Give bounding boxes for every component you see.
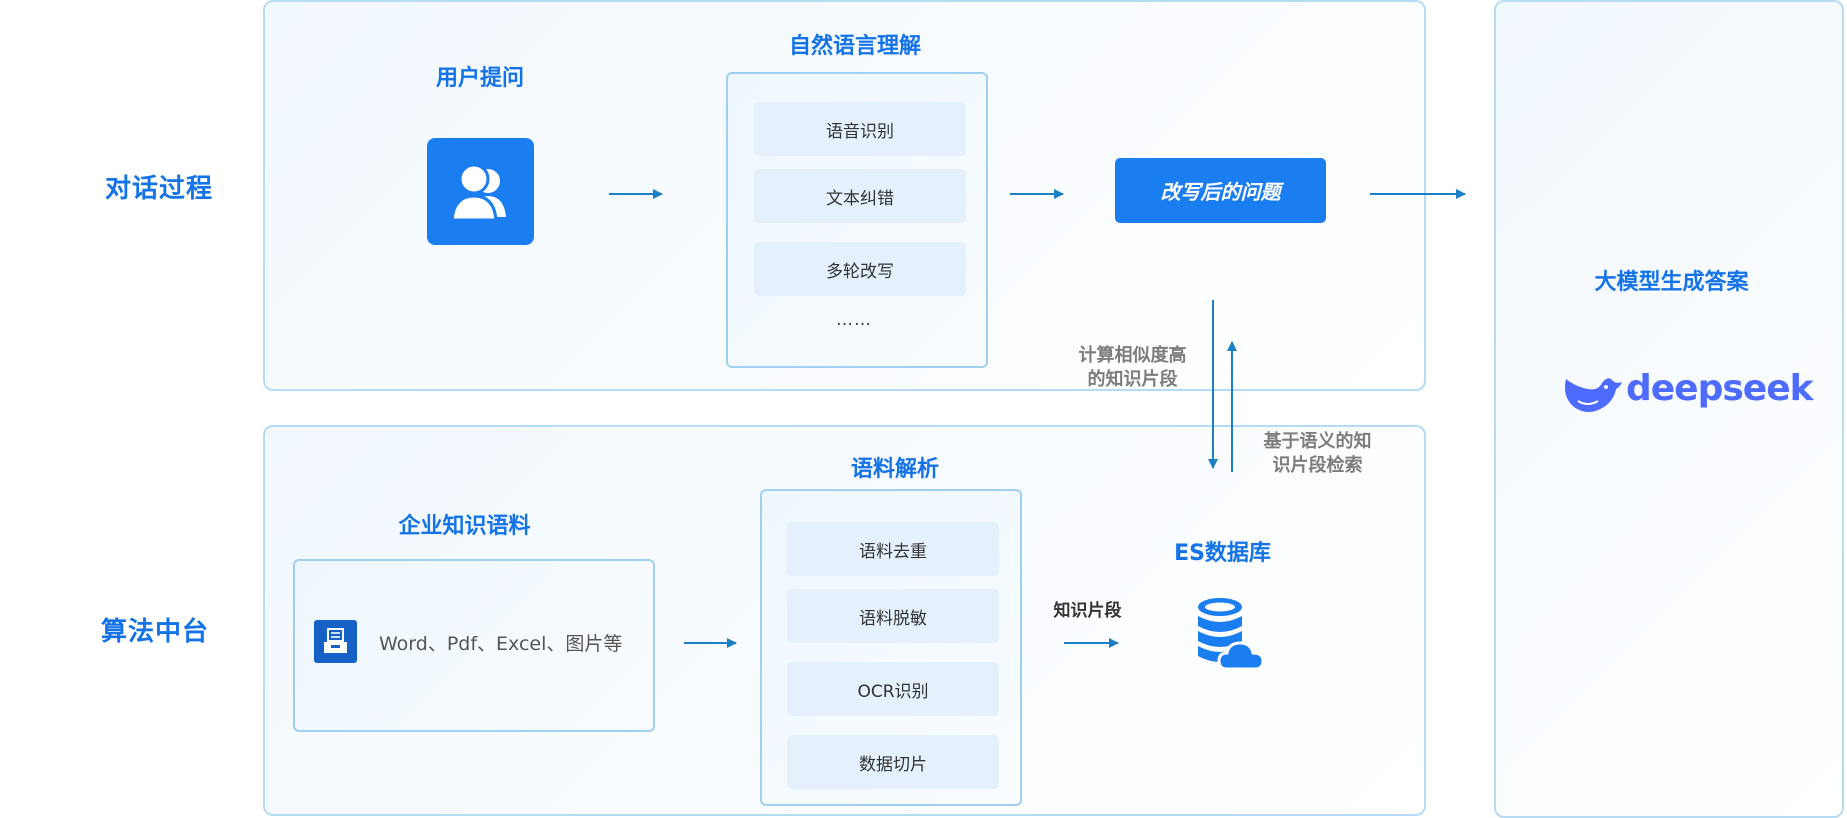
nlu-more: …… [836, 310, 872, 330]
similar-fragments-line: 计算相似度高 [1078, 345, 1187, 366]
parsing-title: 语料解析 [850, 457, 939, 482]
deepseek-wordmark: deepseek [1626, 368, 1814, 409]
es-title: ES数据库 [1174, 541, 1271, 566]
semantic-retrieval-line: 识片段检索 [1272, 455, 1363, 476]
deepseek-logo: deepseek [1558, 367, 1814, 417]
nlu-title: 自然语言理解 [788, 34, 921, 59]
document-icon [314, 620, 357, 663]
corpus-title: 企业知识语料 [398, 514, 531, 539]
similar-fragments-note: 计算相似度高 的知识片段 [1060, 344, 1205, 392]
nlu-item: 多轮改写 [754, 242, 966, 296]
semantic-retrieval-line: 基于语义的知 [1263, 431, 1372, 452]
parsing-item: 语料去重 [787, 522, 999, 576]
llm-title: 大模型生成答案 [1594, 270, 1749, 295]
similar-fragments-line: 的知识片段 [1087, 369, 1178, 390]
user-question-title: 用户提问 [435, 66, 524, 91]
users-icon [427, 138, 534, 245]
row-label-algorithm: 算法中台 [100, 617, 209, 647]
corpus-types: Word、Pdf、Excel、图片等 [379, 633, 623, 655]
row-label-dialogue: 对话过程 [104, 174, 213, 204]
deepseek-whale-icon [1565, 378, 1622, 412]
llm-panel [1494, 0, 1844, 818]
nlu-item: 文本纠错 [754, 169, 966, 223]
database-cloud-icon [1193, 595, 1268, 675]
parsing-item: OCR识别 [787, 662, 999, 716]
nlu-item: 语音识别 [754, 102, 966, 156]
knowledge-fragment-label: 知识片段 [1053, 601, 1122, 621]
semantic-retrieval-note: 基于语义的知 识片段检索 [1245, 430, 1390, 478]
parsing-item: 语料脱敏 [787, 589, 999, 643]
rewritten-question-button[interactable]: 改写后的问题 [1115, 158, 1326, 223]
parsing-item: 数据切片 [787, 735, 999, 789]
